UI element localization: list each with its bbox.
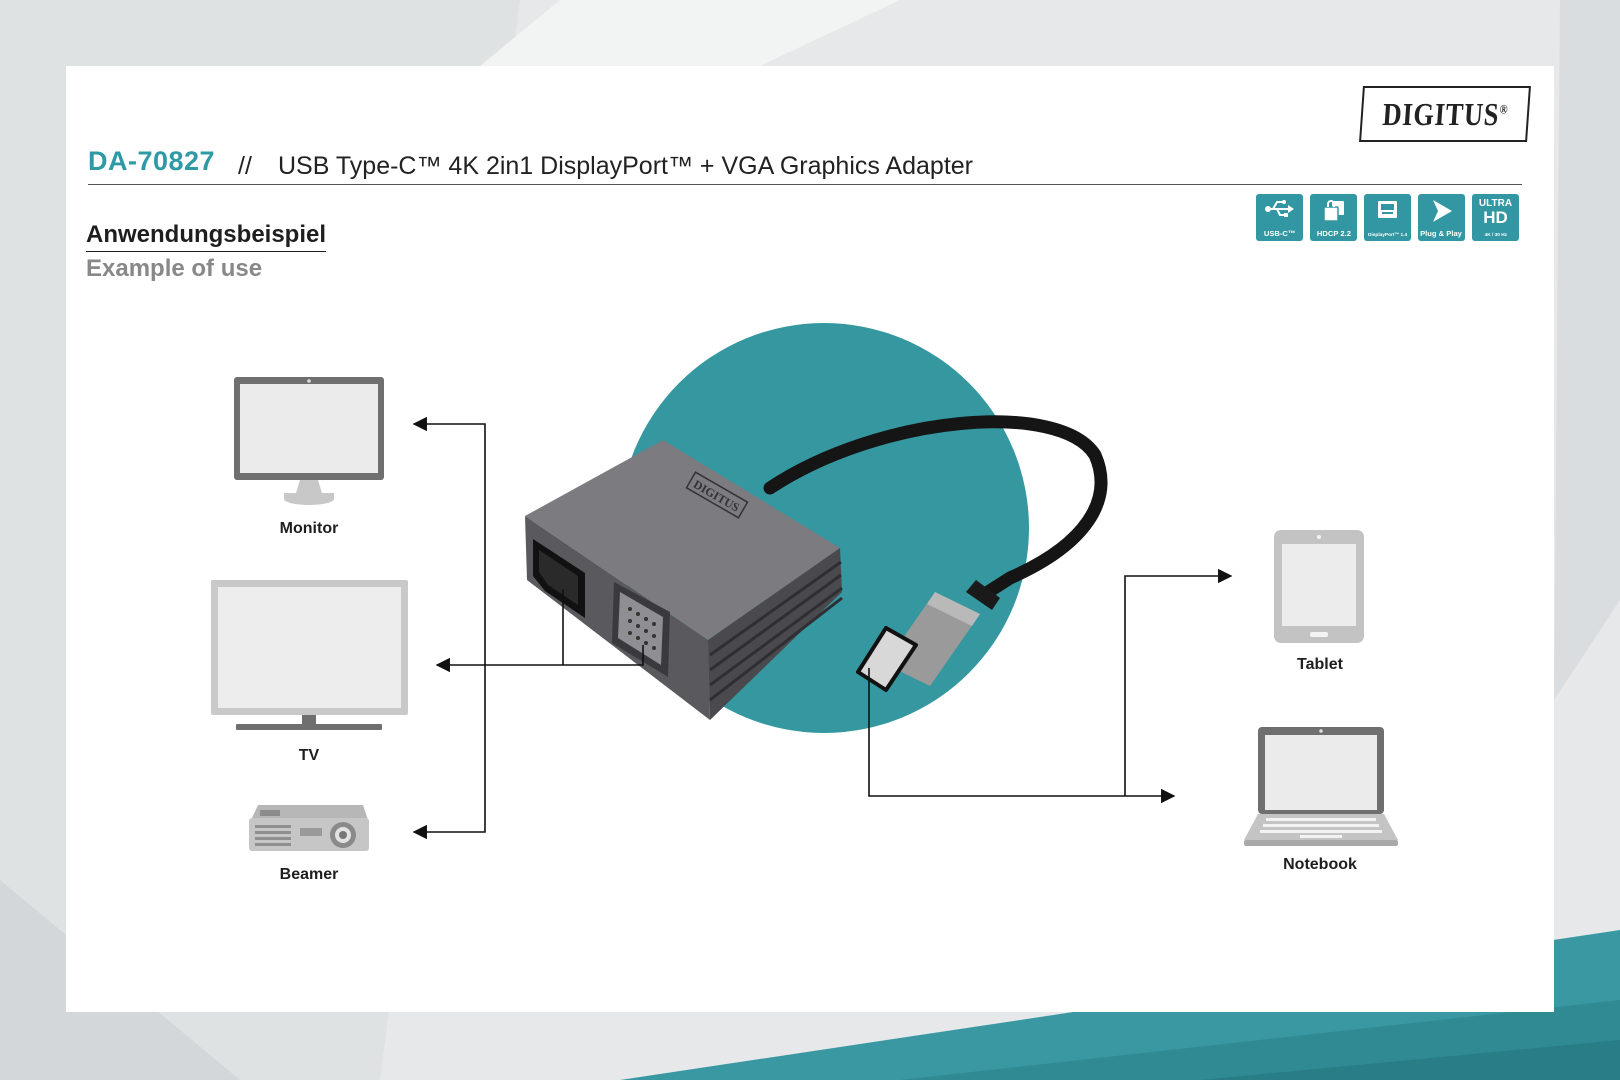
- title-separator: //: [238, 152, 252, 180]
- arrow-to-monitor: [412, 416, 486, 665]
- hdcp-icon: [1323, 200, 1344, 222]
- feature-badges: USB-C™ HDCP 2.2 DisplayPort™ 1.4 Plug & …: [1256, 194, 1519, 241]
- monitor-icon: [234, 377, 384, 505]
- ultra-hd-icon: ULTRA HD: [1478, 198, 1513, 227]
- label-monitor: Monitor: [279, 520, 339, 537]
- section-title-english: Example of use: [86, 255, 263, 282]
- model-number: DA-70827: [88, 146, 216, 176]
- label-tv: TV: [298, 747, 320, 764]
- tv-icon: [211, 580, 408, 730]
- badge-ultra-hd: ULTRA HD 4K / 30 Hz: [1472, 194, 1519, 241]
- right-connection-lines: [868, 568, 1233, 804]
- beamer-icon: [249, 805, 369, 851]
- arrow-to-notebook: [868, 668, 1176, 804]
- arrow-to-tablet: [1124, 568, 1233, 796]
- plug-and-play-icon: [1433, 200, 1452, 222]
- adapter-cable: [763, 415, 1108, 601]
- label-notebook: Notebook: [1283, 856, 1357, 873]
- header-divider: [88, 184, 1522, 185]
- arrow-to-beamer: [412, 665, 486, 840]
- badge-usb-c: USB-C™: [1256, 194, 1303, 241]
- product-title: USB Type-C™ 4K 2in1 DisplayPort™ + VGA G…: [278, 152, 973, 180]
- badge-hdcp: HDCP 2.2: [1310, 194, 1357, 241]
- left-connection-lines: [412, 416, 644, 840]
- label-tablet: Tablet: [1297, 656, 1343, 673]
- arrow-to-tv: [435, 645, 644, 673]
- section-title-german: Anwendungsbeispiel: [86, 221, 327, 252]
- cable-strain-relief: [966, 580, 1000, 610]
- badge-displayport: DisplayPort™ 1.4: [1364, 194, 1411, 241]
- tablet-icon: [1274, 530, 1364, 643]
- usb-icon: [1265, 200, 1294, 217]
- adapter-body: [525, 440, 843, 720]
- badge-plug-and-play: Plug & Play: [1418, 194, 1465, 241]
- notebook-icon: [1244, 727, 1398, 846]
- usb-c-connector-tip: [856, 626, 918, 692]
- displayport-icon: [1378, 201, 1397, 218]
- label-beamer: Beamer: [279, 866, 339, 883]
